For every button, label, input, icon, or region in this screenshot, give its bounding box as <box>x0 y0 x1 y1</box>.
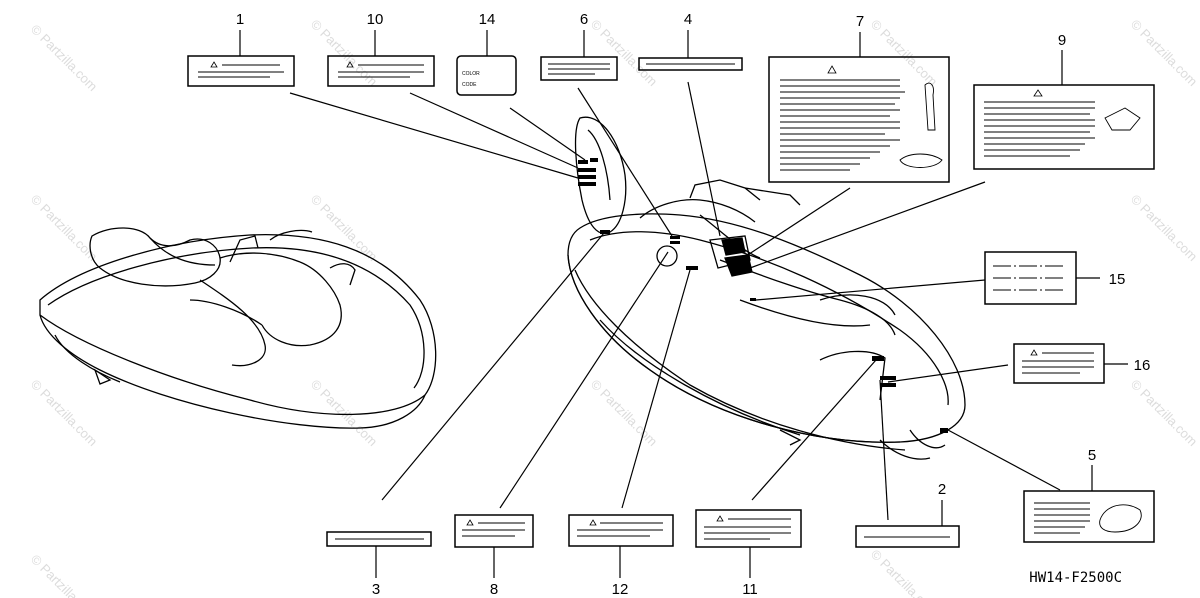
label-12 <box>568 514 674 547</box>
label-2 <box>855 525 960 548</box>
label-11 <box>695 509 802 548</box>
label-4 <box>638 57 743 71</box>
watermark: © Partzilla.com <box>588 17 661 90</box>
watermark: © Partzilla.com <box>28 552 101 598</box>
callout-15: 15 <box>1109 271 1126 288</box>
label-16 <box>1013 343 1105 384</box>
label-10 <box>327 55 435 87</box>
callout-8: 8 <box>490 581 498 598</box>
watermark: © Partzilla.com <box>28 22 101 95</box>
label-1 <box>187 55 295 87</box>
callout-16: 16 <box>1134 357 1151 374</box>
callout-12: 12 <box>612 581 629 598</box>
watercraft-overview <box>39 227 437 429</box>
label-6 <box>540 56 618 81</box>
callout-3: 3 <box>372 581 380 598</box>
callout-6: 6 <box>580 11 588 28</box>
leader-lines <box>239 30 1128 578</box>
callout-5: 5 <box>1088 447 1096 464</box>
watermark: © Partzilla.com <box>28 192 101 265</box>
label-8 <box>454 514 534 548</box>
label-5 <box>1023 490 1155 543</box>
label-14-code-text: CODE <box>462 82 477 88</box>
watermark: © Partzilla.com <box>1128 377 1200 450</box>
callout-9: 9 <box>1058 32 1066 49</box>
label-3 <box>326 531 432 547</box>
watermark: © Partzilla.com <box>1128 17 1200 90</box>
watermark: © Partzilla.com <box>868 17 941 90</box>
callout-7: 7 <box>856 13 864 30</box>
callout-4: 4 <box>684 11 692 28</box>
callout-10: 10 <box>367 11 384 28</box>
watermark: © Partzilla.com <box>1128 192 1200 265</box>
labels <box>187 55 1155 548</box>
callout-1: 1 <box>236 11 244 28</box>
callout-2: 2 <box>938 481 946 498</box>
watermark: © Partzilla.com <box>28 377 101 450</box>
watermark: © Partzilla.com <box>868 547 941 598</box>
callout-14: 14 <box>479 11 496 28</box>
label-7 <box>768 56 950 183</box>
label-9 <box>973 84 1155 170</box>
diagram-code: HW14-F2500C <box>1029 570 1122 586</box>
label-14-color-text: COLOR <box>462 71 480 77</box>
decal-markers <box>578 158 948 433</box>
callout-11: 11 <box>742 581 758 598</box>
